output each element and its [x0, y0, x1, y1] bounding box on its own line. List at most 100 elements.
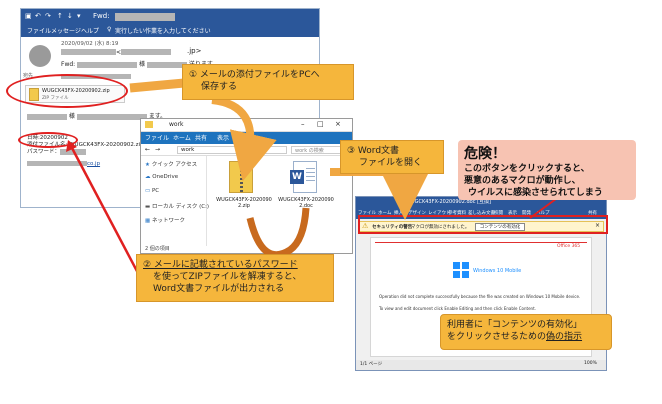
computer-icon: ▭: [145, 188, 151, 194]
nav-onedrive[interactable]: ☁ OneDrive: [145, 174, 179, 180]
back-icon[interactable]: ←: [145, 146, 151, 153]
word-share[interactable]: 共有: [588, 211, 597, 216]
nav-pc[interactable]: ▭ PC: [145, 188, 160, 194]
word-tab-review[interactable]: 校閲: [494, 211, 503, 216]
network-icon: ▦: [145, 218, 151, 224]
warning-highlight: [358, 215, 608, 234]
word-tab-view[interactable]: 表示: [508, 211, 517, 216]
office-label: Office 365: [557, 244, 581, 249]
arrow-zip-to-doc: [246, 207, 310, 259]
enable-content-button[interactable]: コンテンツの有効化: [475, 223, 525, 231]
danger-title: 危険！: [464, 146, 506, 162]
tab-view[interactable]: 表示: [217, 135, 230, 142]
forward-icon[interactable]: →: [155, 146, 161, 153]
star-icon: ★: [145, 162, 150, 168]
sender-line: <: [61, 48, 181, 56]
greeting-line: 様 ます。: [27, 111, 166, 120]
word-tab-developer[interactable]: 開発: [522, 211, 531, 216]
outlook-ribbon: ファイル メッセージ ヘルプ ♀ 実行したい作業を入力してください: [21, 25, 319, 37]
fake-message-2: To view and edit document click Enable E…: [379, 306, 536, 311]
word-tab-layout[interactable]: レイアウト: [428, 211, 451, 216]
window-title: Fwd:: [93, 12, 110, 20]
arrow-password: [70, 147, 150, 293]
tell-me-input[interactable]: 実行したい作業を入力してください: [115, 28, 211, 35]
disk-icon: ▬: [145, 204, 151, 210]
tab-share[interactable]: 共有: [195, 135, 208, 142]
sender-domain: .jp>: [187, 47, 202, 55]
save-icon[interactable]: ▣: [25, 12, 32, 20]
menu-help[interactable]: ヘルプ: [81, 28, 100, 35]
step3-line2: ファイルを開く: [359, 158, 423, 168]
step3-line1: ③ Word文書: [347, 146, 400, 156]
menu-file[interactable]: ファイル: [27, 28, 52, 35]
windows-mobile-label: Windows 10 Mobile: [473, 268, 522, 274]
password-highlight: [18, 132, 78, 148]
sender-avatar: [29, 45, 51, 67]
danger-callout: 危険！ このボタンをクリックすると、 悪意のあるマクロが動作し、 ウイルスに感染…: [458, 140, 636, 200]
menu-message[interactable]: メッセージ: [51, 28, 81, 35]
note-callout: 利用者に「コンテンツの有効化」 をクリックさせるための偽の指示: [440, 314, 612, 350]
step1-callout: ① メールの添付ファイルをPCへ 保存する: [182, 64, 354, 100]
step3-callout: ③ Word文書 ファイルを開く: [340, 140, 444, 174]
to-label: 宛先: [23, 73, 34, 79]
word-tab-mailings[interactable]: 差し込み文書: [468, 211, 495, 216]
step2-line2: を使ってZIPファイルを解凍すると、: [153, 272, 302, 282]
arrow-to-zip-file: [211, 96, 277, 182]
zoom-level: 100%: [584, 361, 597, 366]
security-warning-bar: ⚠ セキュリティの警告 マクロが無効にされました。 コンテンツの有効化 ×: [358, 221, 604, 232]
warning-close-icon[interactable]: ×: [595, 222, 601, 229]
danger-line2: 悪意のあるマクロが動作し、: [464, 176, 581, 186]
word-title: WUGCK43FX-20200902.doc [互換]: [406, 199, 491, 205]
attachment-file-line: 添付ファイル名: WUGCK43FX-20200902.zip: [27, 142, 144, 148]
nav-local-disk[interactable]: ▬ ローカル ディスク (C:): [145, 204, 210, 210]
step2-line3: Word文書ファイルが出力される: [153, 284, 285, 294]
arrow-password-head: [66, 140, 77, 152]
arrow-doc-to-word: [330, 168, 429, 220]
windows-logo-icon: [453, 262, 469, 278]
outlook-title-bar: ▣ ↶ ↷ ↑ ↓ ▾ Fwd:: [21, 9, 319, 25]
maximize-icon[interactable]: □: [317, 120, 324, 128]
tab-home[interactable]: ホーム: [173, 135, 191, 142]
step2-line1: ② メールに記載されているパスワード: [143, 260, 298, 270]
signature-link[interactable]: co.jp: [27, 161, 100, 167]
attachment-highlight: [6, 74, 128, 108]
step2-callout: ② メールに記載されているパスワード を使ってZIPファイルを解凍すると、 Wo…: [136, 254, 334, 302]
shield-warning-icon: ⚠: [362, 222, 369, 230]
nav-network[interactable]: ▦ ネットワーク: [145, 218, 185, 224]
step1-line1: ① メールの添付ファイルをPCへ: [189, 70, 320, 80]
navigation-pane: ★ クイック アクセス ☁ OneDrive ▭ PC ▬ ローカル ディスク …: [141, 156, 210, 246]
lightbulb-icon: ♀: [107, 26, 112, 33]
warning-label: セキュリティの警告: [372, 225, 413, 230]
fake-message-1: Operation did not complete successfully …: [379, 294, 581, 299]
close-icon[interactable]: ×: [335, 120, 341, 128]
redacted-title: [115, 13, 175, 21]
word-status-bar: 1/1 ページ 100%: [356, 360, 606, 370]
folder-icon: [145, 121, 153, 128]
danger-line1: このボタンをクリックすると、: [464, 164, 590, 174]
status-item-count: 2 個の項目: [145, 246, 170, 252]
zip-file-name[interactable]: WUGCK43FX-20200902.zip: [216, 197, 272, 209]
sent-date: 2020/09/02 (水) 8:19: [61, 41, 119, 47]
customize-icon[interactable]: ▾: [77, 12, 81, 20]
page-count: 1/1 ページ: [360, 362, 383, 367]
word-title-bar: WUGCK43FX-20200902.doc [互換]: [356, 197, 606, 208]
word-tab-file[interactable]: ファイル: [358, 211, 376, 216]
word-document-icon[interactable]: W: [290, 161, 317, 193]
undo-icon[interactable]: ↶: [35, 12, 41, 20]
down-icon[interactable]: ↓: [67, 12, 73, 20]
danger-line3: ウイルスに感染させられてしまう: [468, 188, 603, 198]
note-line1: 利用者に「コンテンツの有効化」: [447, 320, 583, 330]
note-line2: をクリックさせるための偽の指示: [447, 332, 583, 342]
word-tab-references[interactable]: 参考資料: [448, 211, 466, 216]
redo-icon[interactable]: ↷: [45, 12, 51, 20]
cloud-icon: ☁: [145, 174, 151, 180]
doc-file-name[interactable]: WUGCK43FX-20200902.doc: [278, 197, 334, 209]
up-icon[interactable]: ↑: [57, 12, 63, 20]
header-rule: [375, 242, 587, 243]
word-tab-help[interactable]: ヘルプ: [536, 211, 550, 216]
explorer-title: work: [169, 121, 184, 128]
tab-file[interactable]: ファイル: [145, 135, 170, 142]
minimize-icon[interactable]: –: [301, 120, 305, 128]
warning-text: マクロが無効にされました。: [411, 225, 470, 230]
nav-quick-access[interactable]: ★ クイック アクセス: [145, 162, 198, 168]
